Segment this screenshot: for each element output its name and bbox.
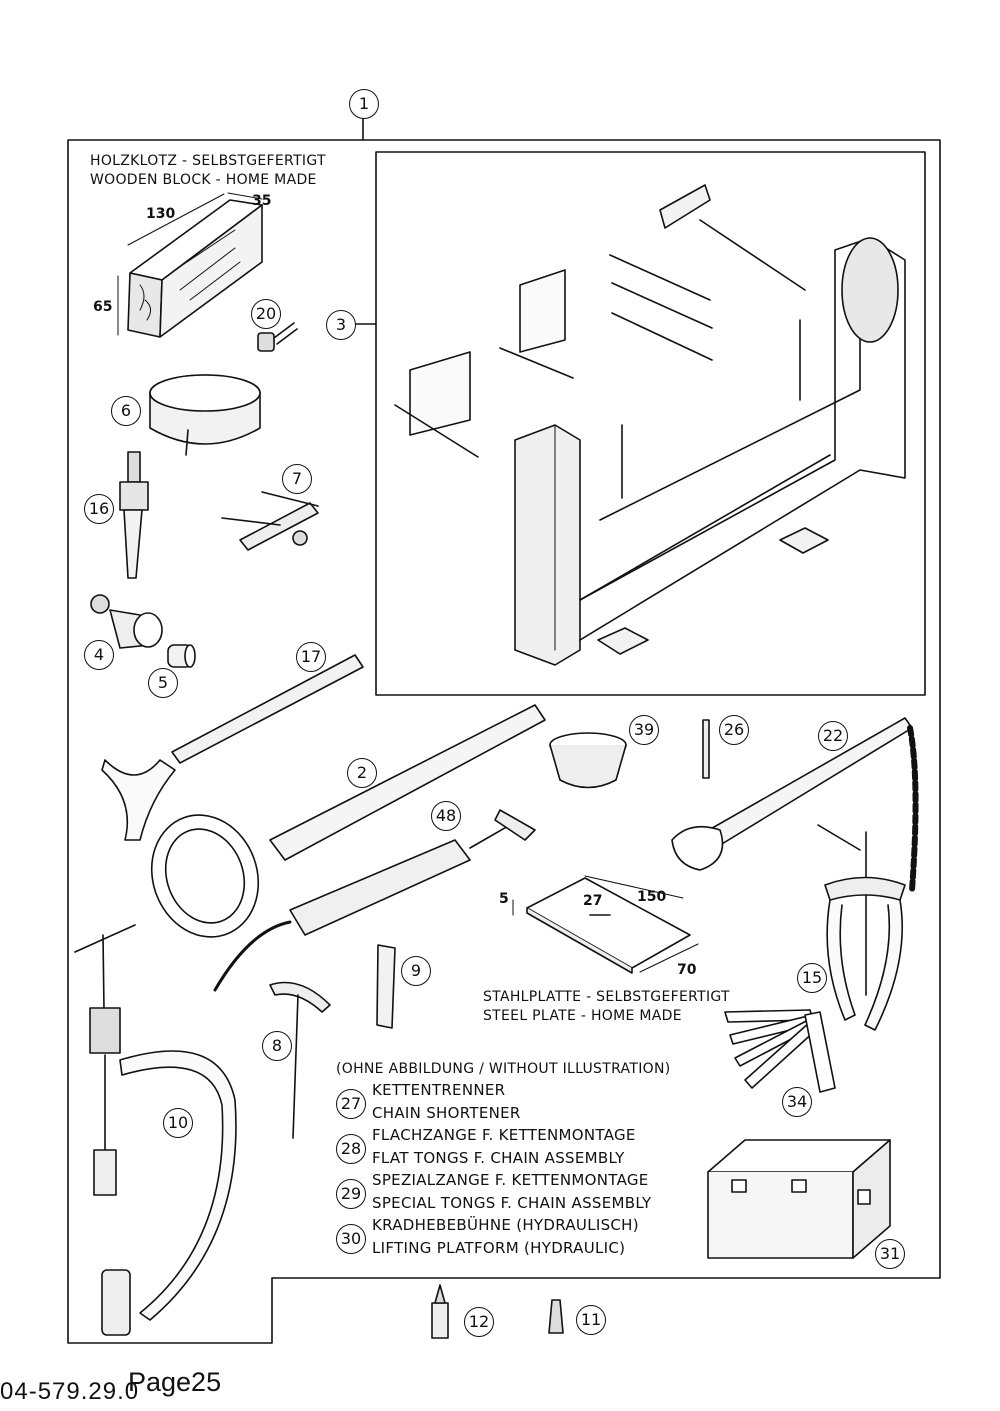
callout-20: 20 [251,299,281,329]
note-30-de: KRADHEBEBÜHNE (HYDRAULISCH) [372,1216,639,1234]
chain-holder-22-drawing [671,717,919,893]
note-27-en: CHAIN SHORTENER [372,1104,521,1122]
note-callout-27: 27 [336,1089,366,1119]
wooden-block-drawing [117,192,263,338]
note-29-en: SPECIAL TONGS F. CHAIN ASSEMBLY [372,1194,652,1212]
without-illustration-heading: (OHNE ABBILDUNG / WITHOUT ILLUSTRATION) [336,1061,671,1077]
tool-7-drawing [221,491,319,551]
callout-31: 31 [875,1239,905,1269]
callout-10: 10 [163,1108,193,1138]
wooden-block-dim-length: 130 [146,206,176,222]
note-30-en: LIFTING PLATFORM (HYDRAULIC) [372,1239,626,1257]
callout-22: 22 [818,721,848,751]
callout-34: 34 [782,1087,812,1117]
callout-6: 6 [111,396,141,426]
grease-gun-drawing [213,809,536,992]
wooden-block-title-en: WOODEN BLOCK - HOME MADE [90,172,317,188]
note-callout-28: 28 [336,1134,366,1164]
callout-5: 5 [148,668,178,698]
callout-3: 3 [326,310,356,340]
steel-plate-title-en: STEEL PLATE - HOME MADE [483,1008,682,1024]
callout-15: 15 [797,963,827,993]
note-29-de: SPEZIALZANGE F. KETTENMONTAGE [372,1171,649,1189]
callout-2: 2 [347,758,377,788]
clamp-ring-drawing [149,374,261,456]
steel-plate-dim-length: 150 [637,889,667,905]
screw-drawing [257,322,298,352]
wooden-block-dim-height: 65 [93,299,113,315]
steel-plate-dim-thickness: 5 [499,891,509,907]
cup-39-drawing [549,732,627,789]
engine-stand-frame [375,151,926,696]
sealant-tube-drawing [548,1299,564,1334]
callout-17: 17 [296,642,326,672]
callout-4: 4 [84,640,114,670]
clutch-holder-2-drawing [150,704,546,938]
callout-8: 8 [262,1031,292,1061]
callout-1: 1 [349,89,379,119]
callout-16: 16 [84,494,114,524]
valve-spring-compressor-drawing [74,924,237,1336]
callout-39: 39 [629,715,659,745]
tool-4-drawing [90,594,163,649]
steel-plate-title-de: STAHLPLATTE - SELBSTGEFERTIGT [483,989,730,1005]
shim-9-drawing [376,944,396,1029]
note-callout-30: 30 [336,1224,366,1254]
tool-case-drawing [707,1139,891,1259]
callout-12: 12 [464,1307,494,1337]
document-number: 04-579.29.0 [0,1378,140,1405]
pin-26-drawing [702,719,710,779]
t-handle-8-drawing [269,981,331,1139]
callout-26: 26 [719,715,749,745]
note-28-en: FLAT TONGS F. CHAIN ASSEMBLY [372,1149,625,1167]
kit-outline [67,139,941,1344]
wooden-block-dim-width: 35 [252,193,272,209]
fork-wrench-drawing [101,759,176,841]
page-label: Page25 [128,1367,222,1397]
loctite-bottle-drawing [431,1284,449,1339]
callout-48: 48 [431,801,461,831]
bushing-5-drawing [167,644,196,668]
note-callout-29: 29 [336,1179,366,1209]
wooden-block-title-de: HOLZKLOTZ - SELBSTGEFERTIGT [90,153,326,169]
steel-plate-dim-width: 70 [677,962,697,978]
steel-plate-drawing [512,875,699,974]
feeler-gauge-drawing [724,1009,836,1093]
callout-11: 11 [576,1305,606,1335]
puller-16-drawing [119,451,149,579]
callout-9: 9 [401,956,431,986]
note-27-de: KETTENTRENNER [372,1081,506,1099]
note-28-de: FLACHZANGE F. KETTENMONTAGE [372,1126,636,1144]
engine-stand-drawing [394,184,906,666]
rod-17-drawing [171,654,364,764]
callout-7: 7 [282,464,312,494]
steel-plate-dim-hole: 27 [583,893,603,909]
puller-15-drawing [817,824,906,1031]
